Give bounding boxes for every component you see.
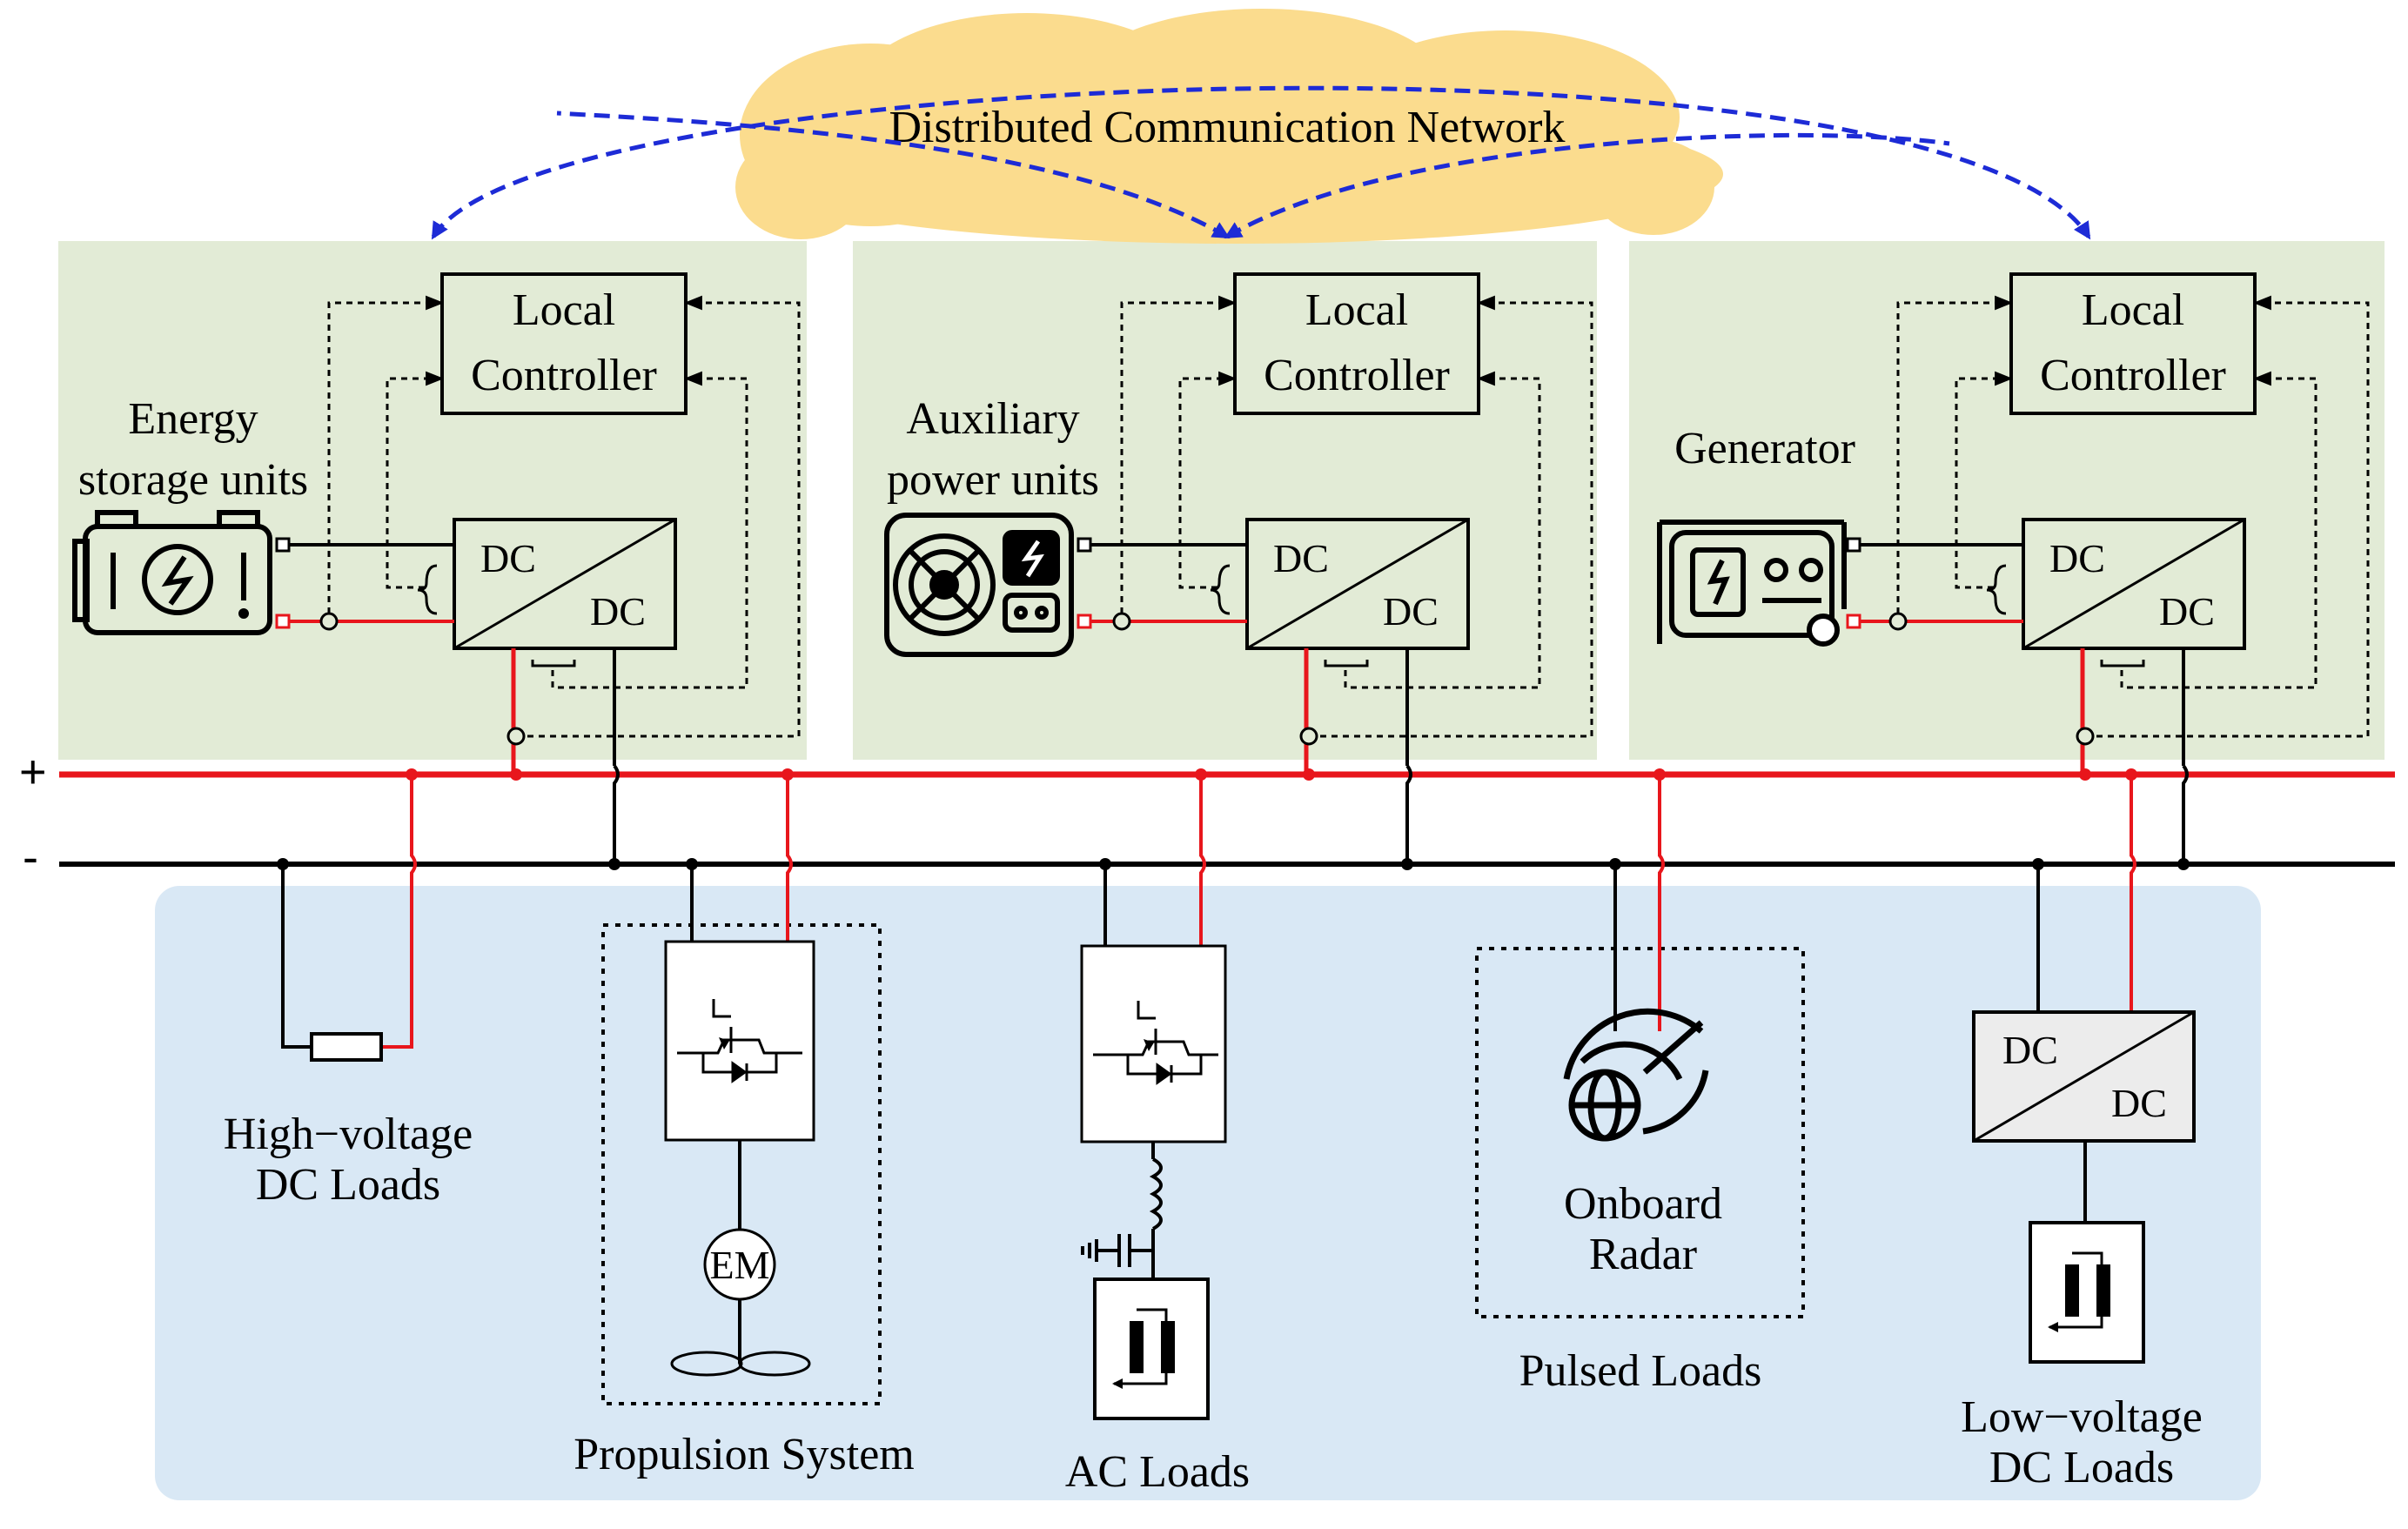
svg-text:Radar: Radar xyxy=(1589,1230,1697,1279)
source-label: Energy xyxy=(128,394,258,444)
control-signals xyxy=(1120,295,1593,738)
control-signals xyxy=(327,295,801,738)
control-signals xyxy=(1896,295,2370,738)
positive-bus-label: + xyxy=(19,746,47,798)
negative-bus-label: - xyxy=(23,831,38,883)
svg-text:Local: Local xyxy=(513,285,615,335)
terminal xyxy=(275,537,291,553)
radar-icon xyxy=(1563,1008,1709,1142)
inductor-icon xyxy=(1149,1157,1163,1231)
sensor-node xyxy=(506,727,526,746)
resistor-icon xyxy=(310,1032,383,1062)
source-label: Auxiliary xyxy=(906,394,1079,444)
cloud-icon xyxy=(735,9,1723,244)
terminal xyxy=(1077,537,1092,553)
terminal xyxy=(1846,614,1861,629)
svg-text:AC Loads: AC Loads xyxy=(1065,1447,1250,1497)
auxiliary-power-module: Local Controller DC DC Auxiliary power u… xyxy=(884,272,1593,775)
svg-text:DC: DC xyxy=(2159,589,2215,634)
svg-text:DC: DC xyxy=(2049,536,2105,580)
sensor-node xyxy=(319,612,339,631)
dc-dc-converter: DC DC xyxy=(453,518,677,650)
svg-text:EM: EM xyxy=(710,1243,770,1287)
terminal xyxy=(1846,537,1861,553)
dc-bus: + - xyxy=(19,746,2395,883)
generator-module: Local Controller DC DC Generator xyxy=(1657,272,2370,775)
local-controller: Local Controller xyxy=(2009,272,2257,415)
svg-text:High−voltage: High−voltage xyxy=(224,1110,473,1159)
module-panel-auxiliary-power xyxy=(853,241,1597,760)
svg-text:Local: Local xyxy=(1305,285,1408,335)
svg-text:DC Loads: DC Loads xyxy=(1989,1443,2174,1492)
svg-text:Onboard: Onboard xyxy=(1564,1179,1722,1229)
terminal xyxy=(275,614,291,629)
network-label: Distributed Communication Network xyxy=(889,103,1565,152)
comm-arrows xyxy=(431,85,2091,240)
source-label: Generator xyxy=(1674,424,1855,473)
low-voltage-dc-loads: DC DC Low−voltage DC Loads xyxy=(1961,775,2203,1492)
source-label: power units xyxy=(887,455,1099,505)
inverter-icon xyxy=(1080,944,1227,1143)
local-controller: Local Controller xyxy=(440,272,688,415)
dc-dc-converter: DC DC xyxy=(1245,518,1470,650)
module-panel-energy-storage xyxy=(58,241,807,760)
svg-text:Controller: Controller xyxy=(1264,351,1450,400)
svg-text:DC: DC xyxy=(2002,1028,2058,1072)
svg-text:Pulsed Loads: Pulsed Loads xyxy=(1519,1346,1762,1396)
dc-dc-converter: DC DC xyxy=(1972,1010,2196,1143)
battery-icon xyxy=(72,510,272,635)
power-unit-icon xyxy=(884,513,1074,657)
dc-dc-converter: DC DC xyxy=(2022,518,2246,650)
inverter-icon xyxy=(664,940,815,1142)
svg-text:Local: Local xyxy=(2082,285,2184,335)
transformer-load-icon xyxy=(1093,1278,1210,1420)
source-label: storage units xyxy=(78,455,308,505)
terminal xyxy=(1077,614,1092,629)
pulsed-loads: Onboard Radar Pulsed Loads xyxy=(1475,775,1805,1396)
svg-text:Controller: Controller xyxy=(471,351,657,400)
svg-text:Propulsion System: Propulsion System xyxy=(573,1430,915,1479)
propeller-icon xyxy=(670,1351,811,1377)
svg-text:Controller: Controller xyxy=(2040,351,2226,400)
transformer-load-icon xyxy=(2029,1221,2145,1364)
svg-text:DC: DC xyxy=(480,536,536,580)
generator-icon xyxy=(1657,520,1847,647)
ac-loads: AC Loads xyxy=(1065,775,1250,1497)
svg-text:Low−voltage: Low−voltage xyxy=(1961,1392,2203,1442)
high-voltage-dc-load: High−voltage DC Loads xyxy=(224,775,473,1210)
svg-text:DC Loads: DC Loads xyxy=(256,1160,440,1210)
capacitor-icon xyxy=(1081,1234,1153,1267)
sensor-node xyxy=(1888,612,1908,631)
svg-text:DC: DC xyxy=(1383,589,1439,634)
local-controller: Local Controller xyxy=(1233,272,1480,415)
module-panel-generator xyxy=(1629,241,2385,760)
sensor-node xyxy=(2076,727,2095,746)
sensor-node xyxy=(1299,727,1318,746)
svg-text:DC: DC xyxy=(590,589,646,634)
svg-text:DC: DC xyxy=(2111,1081,2167,1125)
propulsion-system: EM Propulsion System xyxy=(573,775,915,1479)
sensor-node xyxy=(1112,612,1131,631)
negative-ties xyxy=(613,764,2189,864)
energy-storage-module: Local Controller DC DC Energy storage un… xyxy=(72,272,801,775)
svg-text:DC: DC xyxy=(1273,536,1329,580)
